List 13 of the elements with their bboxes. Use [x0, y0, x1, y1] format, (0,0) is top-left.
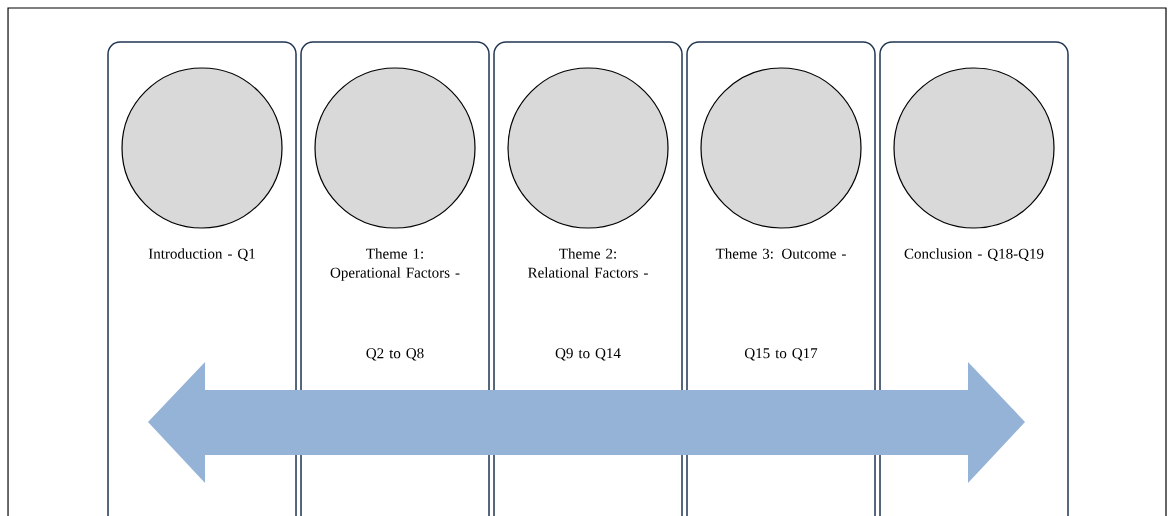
panel-label: Q2 to Q8	[366, 348, 424, 361]
circle	[314, 67, 476, 229]
panel-label: Theme 1: Operational Factors -	[330, 248, 460, 281]
circle	[507, 67, 669, 229]
panel-label: Introduction - Q1	[148, 248, 255, 262]
panel-label: Theme 2: Relational Factors -	[528, 248, 648, 278]
panel-label: Q15 to Q17	[744, 348, 818, 361]
panel-label: Q9 to Q14	[555, 348, 621, 361]
panel-label: Theme 3: Outcome -	[715, 248, 846, 259]
circle	[700, 67, 862, 229]
circle	[893, 67, 1055, 229]
panel-label: Conclusion - Q18-Q19	[904, 248, 1044, 262]
circle	[121, 67, 283, 229]
